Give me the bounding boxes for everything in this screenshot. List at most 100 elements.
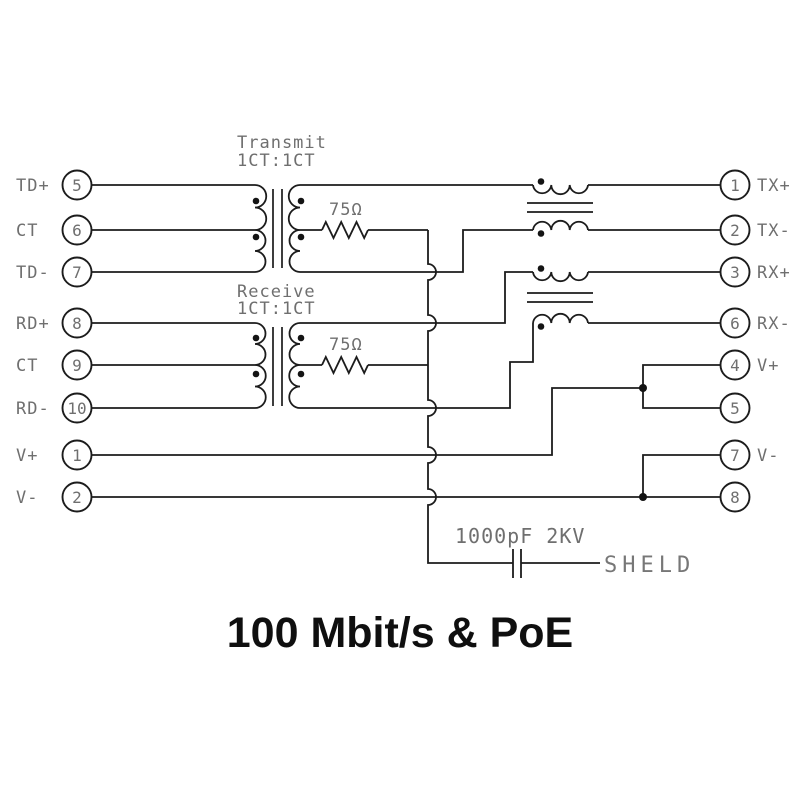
pin-number: 10 [67,399,86,418]
pin-label: RX+ [757,263,791,283]
wire-termination-bus [427,230,513,564]
pin-circle [61,307,93,339]
pin-number: 3 [730,263,740,282]
pin-label: CT [16,356,38,376]
pin-right-5: 5 [719,392,751,424]
transmit-transformer: Transmit 1CT:1CT [237,133,326,273]
pin-circle [61,169,93,201]
pin-right-3: 3 RX+ [719,256,791,288]
polarity-dot [537,265,545,272]
pin-number: 1 [730,176,740,195]
pin-number: 2 [730,221,740,240]
rx-common-mode-choke [527,265,593,330]
wire-left-leads [91,184,255,409]
polarity-dot [537,230,545,237]
shield-label: SHELD [604,553,695,578]
pin-left-6: CT 6 [16,214,93,246]
pin-circle [719,392,751,424]
polarity-dot [297,334,305,342]
wire-vminus [91,454,721,498]
pin-label: RD- [16,399,50,419]
pin-number: 5 [730,399,740,418]
pin-label: V+ [16,446,38,466]
pin-left-8: RD+ 8 [16,307,93,339]
choke-winding [532,184,589,196]
pin-right-4: 4 V+ [719,349,778,381]
pin-number: 8 [72,314,82,333]
pin-circle [719,439,751,471]
shield-capacitor: 1000pF 2KV SHELD [455,524,695,578]
receive-termination-resistor: 75Ω [321,335,369,376]
wire-tx-minus [300,229,721,273]
left-pins: TD+ 5 CT 6 TD- 7 RD+ 8 CT 9 RD- 10 [16,169,93,513]
pin-number: 6 [730,314,740,333]
pin-number: 8 [730,488,740,507]
pin-label: V- [757,446,779,466]
wire-vplus [91,364,721,456]
pin-circle [61,349,93,381]
pin-circle [61,481,93,513]
pin-label: TX+ [757,176,791,196]
capacitor-value-label: 1000pF 2KV [455,524,585,548]
polarity-dot [297,197,305,205]
receive-transformer: Receive 1CT:1CT [237,282,316,409]
pin-number: 7 [730,446,740,465]
pin-right-1: 1 TX+ [719,169,791,201]
pin-right-6: 6 RX- [719,307,791,339]
pin-circle [719,214,751,246]
pin-label: RX- [757,314,791,334]
pin-left-10: RD- 10 [16,392,93,424]
choke-core [527,292,593,303]
pin-circle [719,256,751,288]
pin-label: V- [16,488,38,508]
transformer-core [272,327,283,406]
choke-winding [532,271,589,283]
wire-rx-minus [300,322,721,409]
polarity-dot [297,370,305,378]
pin-left-2: V- 2 [16,481,93,513]
resistor-value-label: 75Ω [329,335,363,355]
pin-number: 6 [72,221,82,240]
wire-resistor-leads [300,229,428,366]
polarity-dot [252,370,260,378]
transformer-ratio-label: 1CT:1CT [237,151,316,171]
pin-number: 9 [72,356,82,375]
wire-rx-plus [300,271,721,324]
polarity-dot [252,197,260,205]
pin-left-7: TD- 7 [16,256,93,288]
polarity-dot [537,178,545,185]
polarity-dot [252,233,260,241]
pin-number: 7 [72,263,82,282]
choke-winding [532,219,589,231]
pin-right-8: 8 [719,481,751,513]
pin-label: TD+ [16,176,50,196]
polarity-dot [297,233,305,241]
wires [91,184,721,564]
transformer-ratio-label: 1CT:1CT [237,299,316,319]
pin-circle [719,349,751,381]
pin-label: TD- [16,263,50,283]
pin-right-2: 2 TX- [719,214,791,246]
transformer-core [272,189,283,268]
pin-left-1: V+ 1 [16,439,93,471]
diagram-title: 100 Mbit/s & PoE [227,609,573,657]
transformer-name-label: Receive [237,282,316,302]
pin-circle [719,307,751,339]
polarity-dot [252,334,260,342]
pin-circle [61,256,93,288]
pin-circle [719,481,751,513]
choke-core [527,202,593,213]
pin-label: RD+ [16,314,50,334]
pin-number: 5 [72,176,82,195]
pin-right-7: 7 V- [719,439,779,471]
pin-left-5: TD+ 5 [16,169,93,201]
transformer-winding-secondary [287,184,301,273]
junction-dot [639,493,647,501]
pin-circle [61,392,93,424]
pin-label: TX- [757,221,791,241]
pin-circle [61,439,93,471]
right-pins: 1 TX+ 2 TX- 3 RX+ 6 RX- 4 V+ 5 [719,169,791,513]
pin-number: 2 [72,488,82,507]
